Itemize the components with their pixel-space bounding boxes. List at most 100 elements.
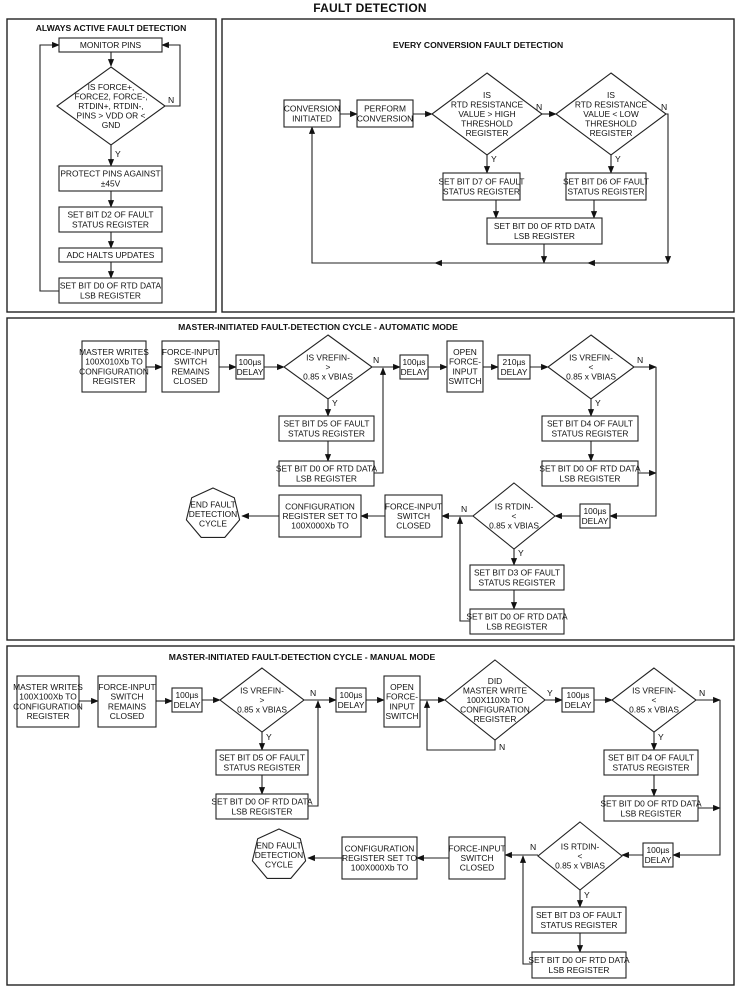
box-text: 100µs: [567, 690, 590, 700]
decision-diamond-dec2: IS VREFIN-<0.85 x VBIAS: [611, 667, 697, 733]
diamond-text: IS: [607, 90, 615, 100]
box-text: STATUS REGISTER: [479, 577, 556, 587]
yes-label: Y: [518, 548, 524, 558]
box-shape: [215, 749, 309, 776]
box-text: SET BIT D5 OF FAULT: [283, 419, 369, 429]
box-text: REMAINS: [171, 366, 210, 376]
diamond-shape: [611, 667, 697, 733]
box-text: PERFORM: [364, 104, 406, 114]
box-text: FORCE-INPUT: [448, 843, 505, 853]
diamond-text: RTDIN+, RTDIN-,: [78, 101, 144, 111]
panel-always-active: ALWAYS ACTIVE FAULT DETECTION: [6, 18, 217, 313]
box-shape: [58, 165, 163, 192]
diamond-text: 0.85 x VBIAS: [566, 372, 616, 382]
box-shape: [469, 608, 565, 635]
diamond-text: THRESHOLD: [461, 119, 513, 129]
box-shape: [215, 793, 309, 820]
decision-diamond-dec2: IS VREFIN-<0.85 x VBIAS: [547, 334, 635, 400]
no-label: N: [310, 688, 316, 698]
box-text: SET BIT D3 OF FAULT: [474, 568, 560, 578]
box-text: CONFIGURATION: [285, 501, 355, 511]
page-title: FAULT DETECTION: [313, 1, 427, 15]
connector-arrow: [672, 700, 721, 859]
box-shape: [448, 836, 506, 880]
diamond-text: IS FORCE+,: [88, 82, 135, 92]
box-shape: [341, 836, 418, 880]
box-text: CLOSED: [173, 376, 207, 386]
box-text: 100µs: [176, 690, 199, 700]
box-text: FORCE-: [449, 357, 481, 367]
decision-diamond-decision: IS FORCE+,FORCE2, FORCE-,RTDIN+, RTDIN-,…: [56, 66, 166, 146]
box-shape: [531, 906, 627, 934]
box-text: DELAY: [174, 700, 201, 710]
box-text: 100X100Xb TO: [19, 692, 77, 702]
diamond-text: 0.85 x VBIAS: [555, 861, 605, 871]
box-text: SET BIT D5 OF FAULT: [219, 753, 305, 763]
yes-label: Y: [615, 154, 621, 164]
box-shape: [58, 206, 163, 233]
diamond-text: 100X110Xb TO: [467, 695, 524, 705]
process-box-monitor: MONITOR PINS: [58, 37, 163, 53]
connector-arrow: [308, 700, 322, 807]
diamond-shape: [472, 482, 556, 550]
box-text: 210µs: [503, 357, 526, 367]
connector-arrow: [456, 516, 470, 622]
no-label: N: [168, 95, 174, 105]
box-text: DELAY: [401, 367, 428, 377]
box-text: INPUT: [452, 366, 477, 376]
box-shape: [486, 217, 603, 245]
diamond-shape: [547, 334, 635, 400]
diamond-text: >: [326, 362, 331, 372]
decision-diamond-dec3: IS RTDIN-<0.85 x VBIAS: [472, 482, 556, 550]
diamond-text: 0.85 x VBIAS: [303, 372, 353, 382]
terminal-text: CYCLE: [199, 519, 227, 529]
diamond-text: MASTER WRITE: [463, 685, 528, 695]
yes-label: Y: [332, 398, 338, 408]
box-shape: [541, 460, 639, 487]
box-text: DELAY: [645, 855, 672, 865]
box-shape: [278, 494, 362, 538]
decision-diamond-dec1: IS VREFIN->0.85 x VBIAS: [219, 667, 305, 733]
box-text: 100X000Xb TO: [351, 863, 409, 873]
box-shape: [81, 340, 147, 393]
box-shape: [561, 687, 595, 713]
box-text: 100µs: [340, 690, 363, 700]
panel-border: [6, 317, 735, 641]
box-shape: [58, 37, 163, 53]
heptagon-shape: [185, 487, 241, 538]
heptagon-shape: [251, 828, 307, 879]
panel-every-conversion: EVERY CONVERSION FAULT DETECTION: [221, 18, 735, 313]
box-shape: [283, 99, 341, 128]
diamond-text: IS RTDIN-: [495, 501, 534, 511]
box-text: DELAY: [582, 516, 609, 526]
box-text: SET BIT D0 OF RTD DATA: [539, 464, 641, 474]
box-text: REGISTER SET TO: [342, 853, 417, 863]
connector-arrow: [609, 367, 657, 520]
terminal-text: END FAULT: [256, 840, 301, 850]
diamond-text: REGISTER: [474, 714, 517, 724]
diamond-text: IS VREFIN-: [306, 352, 350, 362]
diamond-text: REGISTER: [466, 128, 509, 138]
terminal-text: DETECTION: [255, 850, 303, 860]
box-text: 100µs: [584, 506, 607, 516]
no-label: N: [637, 355, 643, 365]
box-text: LSB REGISTER: [621, 808, 682, 818]
box-text: SWITCH: [397, 511, 430, 521]
